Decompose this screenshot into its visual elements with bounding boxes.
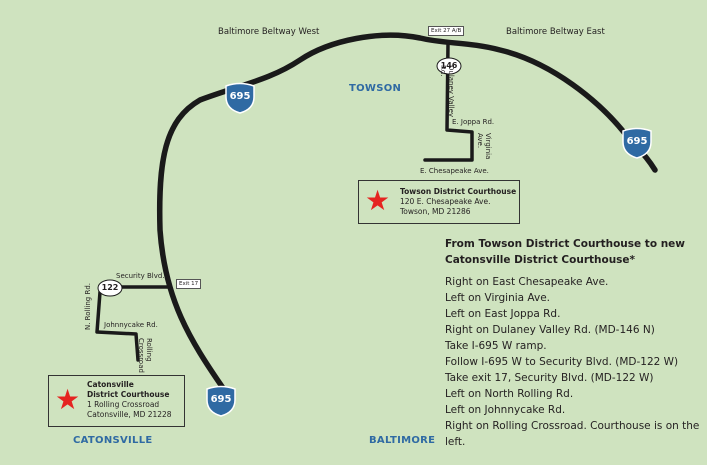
route-146-number: 146 bbox=[440, 61, 458, 70]
catonsville-courthouse-name1: Catonsville bbox=[87, 380, 134, 389]
virginia-ave-label: Virginia Ave. bbox=[476, 133, 492, 160]
johnnycake-label: Johnnycake Rd. bbox=[104, 321, 158, 329]
red-star-icon: ★ bbox=[365, 184, 391, 217]
i695-shield-east-number: 695 bbox=[626, 136, 648, 147]
exit-17-sign: Exit 17 bbox=[176, 279, 202, 289]
i695-shield-top-number: 695 bbox=[229, 91, 251, 102]
i695-shield-east bbox=[622, 127, 652, 159]
i695-shield-south bbox=[206, 385, 236, 417]
direction-step: Left on East Joppa Rd. bbox=[445, 308, 561, 320]
direction-step: Right on East Chesapeake Ave. bbox=[445, 276, 609, 288]
route-146-oval bbox=[436, 57, 462, 75]
direction-step: Follow I-695 W to Security Blvd. (MD-122… bbox=[445, 356, 679, 368]
rolling-crossroad-label: Rolling Crossroad bbox=[137, 338, 153, 373]
e-chesapeake-label: E. Chesapeake Ave. bbox=[420, 167, 489, 175]
beltway-east-label: Baltimore Beltway East bbox=[506, 27, 605, 37]
security-blvd-label: Security Blvd. bbox=[116, 272, 165, 280]
red-star-icon: ★ bbox=[55, 383, 81, 416]
i695-road bbox=[156, 32, 658, 391]
towson-city-label: TOWSON bbox=[349, 83, 402, 94]
baltimore-city-label: BALTIMORE bbox=[369, 435, 436, 446]
direction-step: Take exit 17, Security Blvd. (MD-122 W) bbox=[445, 372, 654, 384]
catonsville-courthouse-name2: District Courthouse bbox=[87, 390, 170, 399]
dulaney-valley-label: Dulaney Valley Rd. bbox=[439, 65, 455, 118]
i695-shield-south-number: 695 bbox=[210, 394, 232, 405]
rolling-road-network bbox=[95, 290, 140, 362]
directions-list: Right on East Chesapeake Ave. Left on Vi… bbox=[445, 274, 703, 450]
direction-step: Left on North Rolling Rd. bbox=[445, 388, 574, 400]
towson-courthouse-address2: Towson, MD 21286 bbox=[400, 207, 471, 216]
direction-step: Right on Rolling Crossroad. Courthouse i… bbox=[445, 420, 700, 448]
towson-courthouse-address1: 120 E. Chesapeake Ave. bbox=[400, 197, 491, 206]
direction-step: Left on Virginia Ave. bbox=[445, 292, 551, 304]
directions-panel: From Towson District Courthouse to new C… bbox=[445, 236, 703, 450]
exit-27-sign: Exit 27 A/B bbox=[428, 26, 465, 36]
directions-heading: From Towson District Courthouse to new C… bbox=[445, 238, 685, 266]
towson-courthouse-name: Towson District Courthouse bbox=[400, 187, 517, 196]
direction-step: Right on Dulaney Valley Rd. (MD-146 N) bbox=[445, 324, 655, 336]
catonsville-city-label: CATONSVILLE bbox=[73, 435, 153, 446]
catonsville-courthouse-callout: ★ Catonsville District Courthouse 1 Roll… bbox=[48, 375, 185, 427]
n-rolling-rd-label: N. Rolling Rd. bbox=[84, 283, 92, 330]
i695-shield-top bbox=[225, 82, 255, 114]
catonsville-courthouse-address2: Catonsville, MD 21228 bbox=[87, 410, 172, 419]
dulaney-valley-road bbox=[423, 42, 474, 162]
e-joppa-label: E. Joppa Rd. bbox=[452, 118, 495, 126]
catonsville-courthouse-address1: 1 Rolling Crossroad bbox=[87, 400, 160, 409]
direction-step: Left on Johnnycake Rd. bbox=[445, 404, 566, 416]
beltway-west-label: Baltimore Beltway West bbox=[218, 27, 320, 37]
route-122-oval bbox=[97, 279, 123, 297]
direction-step: Take I-695 W ramp. bbox=[445, 340, 547, 352]
towson-courthouse-callout: ★ Towson District Courthouse 120 E. Ches… bbox=[358, 180, 520, 224]
route-122-number: 122 bbox=[101, 283, 119, 292]
